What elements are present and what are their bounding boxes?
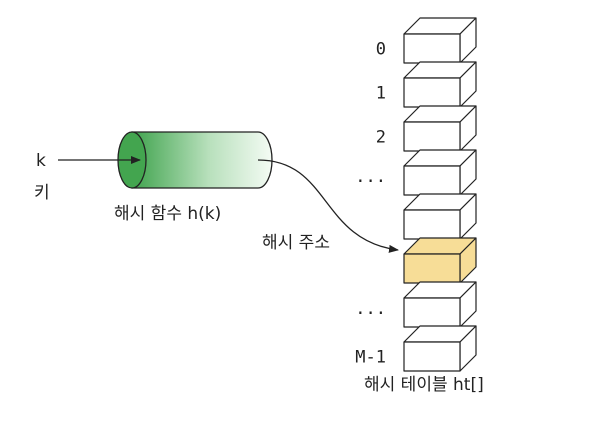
hash-table-label: 해시 테이블 ht[] xyxy=(364,375,484,395)
hash-address-arrow xyxy=(257,159,399,253)
hash-table-cell xyxy=(403,17,477,64)
key-symbol: k xyxy=(36,151,46,171)
hash-table-index-label: 0 xyxy=(376,40,386,60)
hash-table-cell xyxy=(403,149,477,196)
hash-function-label: 해시 함수 h(k) xyxy=(114,204,221,224)
key-label: 키 xyxy=(34,183,50,203)
hash-table-index-label: 1 xyxy=(376,84,386,104)
hash-table: 0 1 2 ··· ··· M-1 xyxy=(355,17,477,372)
hash-table-cell xyxy=(403,61,477,108)
hash-table-cell xyxy=(403,193,477,240)
hash-table-cell xyxy=(403,325,477,372)
hash-table-index-label: M-1 xyxy=(355,348,386,368)
hash-table-cell xyxy=(403,237,477,284)
hash-address-label: 해시 주소 xyxy=(262,233,330,253)
hash-table-cell xyxy=(403,281,477,328)
hash-table-cell xyxy=(403,105,477,152)
hash-table-index-label: ··· xyxy=(355,304,386,324)
hash-table-index-label: 2 xyxy=(376,128,386,148)
hash-table-index-label: ··· xyxy=(355,172,386,192)
hash-function-cylinder xyxy=(117,131,273,189)
